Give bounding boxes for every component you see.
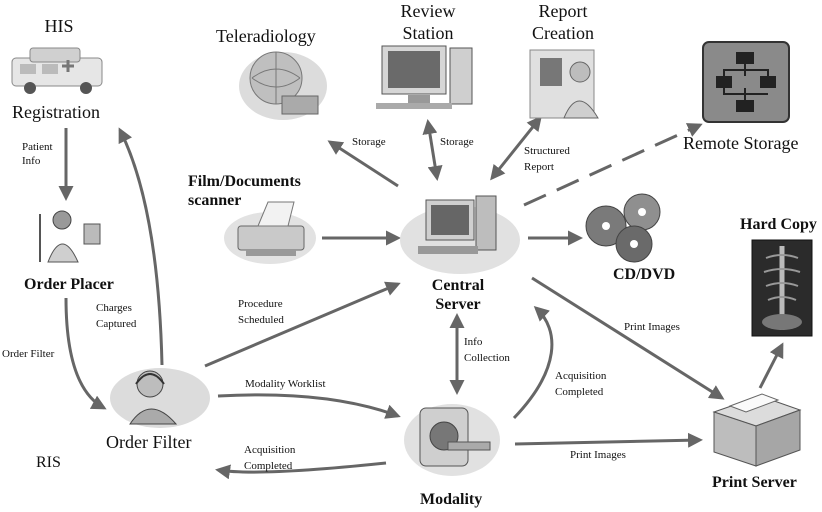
storage-label-1: Storage (352, 136, 386, 148)
report-creation-label: Report Creation (532, 1, 594, 43)
ambulance-icon (11, 47, 103, 94)
order-placer-label: Order Placer (24, 276, 114, 293)
xray-film-icon (751, 239, 813, 337)
scanner-icon (224, 201, 316, 264)
arrow-order-placer-to-order-filter (64, 297, 107, 410)
teleradiology-label: Teleradiology (216, 26, 316, 46)
arrow-modality-to-server (512, 305, 554, 420)
acquisition-completed-label-1: Acquisition Completed (555, 370, 607, 398)
doctor-reading-icon (529, 49, 599, 119)
review-station-label: Review Station (400, 1, 456, 43)
storage-label-2: Storage (440, 136, 474, 148)
arrow-order-filter-to-registration (118, 127, 164, 366)
info-collection-label: Info Collection (464, 336, 510, 364)
mri-scanner-icon (404, 404, 500, 476)
receptionist-headset-icon (110, 368, 210, 428)
remote-storage-label: Remote Storage (683, 133, 799, 153)
arrow-modality-to-print-server (514, 432, 703, 448)
nurse-icon (39, 210, 101, 263)
order-filter-edge-label: Order Filter (2, 348, 55, 360)
ris-label: RIS (36, 454, 61, 471)
cd-dvd-icon (585, 193, 661, 263)
order-filter-label: Order Filter (106, 432, 192, 452)
globe-icon (239, 51, 327, 120)
hard-copy-label: Hard Copy (740, 216, 817, 233)
arrow-server-to-teleradiology (327, 140, 399, 188)
print-images-label-2: Print Images (570, 449, 626, 461)
modality-label: Modality (420, 491, 483, 508)
arrow-modality-to-order-filter (215, 461, 387, 480)
charges-captured-label: Charges Captured (96, 302, 137, 330)
structured-report-label: Structured Report (524, 145, 570, 173)
arrow-server-report-creation (490, 115, 542, 181)
print-images-label-1: Print Images (624, 321, 680, 333)
arrow-server-to-print-server (531, 276, 725, 400)
modality-worklist-label: Modality Worklist (245, 378, 326, 390)
printer-icon (712, 393, 802, 467)
computer-workstation-icon (376, 45, 473, 109)
arrow-server-review-station (422, 119, 443, 181)
cd-dvd-label: CD/DVD (613, 266, 676, 283)
arrow-order-filter-to-server (204, 281, 401, 368)
network-storage-icon (702, 41, 790, 123)
arrow-print-server-to-hard-copy (758, 342, 784, 389)
acquisition-completed-label-2: Acquisition Completed (244, 444, 296, 472)
arrow-worklist-to-modality (217, 393, 401, 419)
server-computer-icon (400, 195, 520, 274)
procedure-scheduled-label: Procedure Scheduled (238, 298, 284, 326)
his-label: HIS (44, 16, 74, 36)
film-scanner-label: Film/Documents scanner (188, 173, 301, 209)
central-server-label: Central Server (431, 277, 485, 313)
registration-label: Registration (12, 102, 100, 122)
patient-info-label: Patient Info (22, 141, 53, 167)
print-server-label: Print Server (712, 474, 797, 491)
arrow-server-to-remote-storage (523, 123, 703, 207)
